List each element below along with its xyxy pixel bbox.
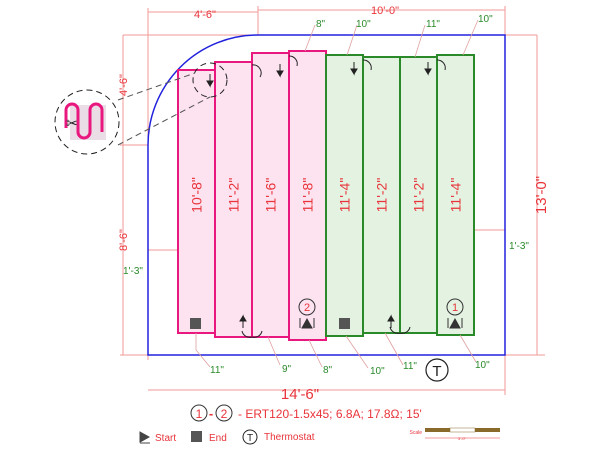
strip-length-label: 11'-8" (300, 178, 316, 213)
strip-length-label: 11'-2" (411, 178, 427, 213)
spacing-label: 9" (282, 364, 292, 375)
mat-strip-green (436, 54, 475, 336)
spacing-label: 8" (323, 365, 333, 376)
legend-end: End (209, 433, 227, 444)
spacing-label: 11" (210, 365, 224, 376)
cut-detail-circle: ✂ (54, 62, 228, 155)
dim-left-bottom: 8'-6" (118, 229, 130, 251)
start-marker-1: 1 (446, 298, 464, 329)
strip-length-label: 11'-4" (448, 178, 464, 213)
dim-top-left: 4'-6" (194, 9, 216, 21)
strip-labels: 10'-8" 11'-2" 11'-6" 11'-8" 11'-4" 11'-2" 11'-… (189, 177, 464, 213)
spacing-label: 11" (426, 19, 440, 30)
strip-length-label: 10'-8" (189, 177, 205, 213)
mat-strip-green (399, 56, 438, 334)
spacing-top: 8" 10" 11" 10" (316, 14, 493, 30)
strip-length-label: 11'-2" (226, 178, 242, 213)
spacing-label: 10" (370, 366, 385, 377)
strip-length-label: 11'-4" (337, 178, 353, 213)
heating-mat-strips (177, 50, 475, 341)
mat-strip-pink (177, 69, 216, 334)
thermostat-symbol: T (425, 358, 449, 382)
dim-right-offset: 1'-3" (509, 241, 529, 252)
spacing-label: 11" (403, 361, 417, 372)
spacing-label: 8" (316, 19, 326, 30)
start-marker-2: 2 (298, 298, 316, 329)
marker-number: 2 (304, 302, 310, 314)
turn-arrows (239, 55, 446, 338)
dim-left-offset: 1'-3" (123, 266, 143, 277)
dim-top-right: 10'-0" (371, 5, 399, 17)
thermostat-letter: T (432, 363, 441, 380)
spacing-label: 10" (478, 14, 493, 25)
strip-length-label: 11'-6" (263, 178, 279, 213)
end-icon (191, 431, 202, 442)
scale-bar: Scale 3'-0" (409, 427, 500, 441)
legend-thermostat: Thermostat (264, 432, 315, 443)
thermostat-icon: T (247, 433, 253, 444)
legend-start: Start (155, 433, 176, 444)
mat-strip-green (325, 54, 364, 337)
spec-to: 2 (221, 407, 228, 421)
scale-label: Scale (409, 430, 422, 436)
spacing-bottom: 11" 9" 8" 10" 11" 10" (210, 360, 490, 377)
spec-text: - ERT120-1.5x45; 6.8A; 17.8Ω; 15' (238, 407, 422, 421)
room-outline (147, 34, 506, 356)
mat-strip-pink (251, 52, 290, 338)
mat-strip-green (362, 56, 401, 334)
strip-length-label: 11'-2" (374, 178, 390, 213)
mat-strip-pink (214, 61, 253, 338)
end-marker-pink (190, 318, 201, 329)
leader-lines (195, 19, 479, 369)
marker-number: 1 (452, 302, 458, 314)
spec-dash: - (209, 406, 213, 421)
legend: Start End T Thermostat (139, 429, 315, 445)
scale-value: 3'-0" (458, 436, 467, 441)
spacing-label: 10" (475, 360, 490, 371)
end-marker-green (339, 318, 350, 329)
dim-bottom: 14'-6" (281, 386, 319, 403)
spec-from: 1 (196, 407, 203, 421)
dim-right: 13'-0" (533, 176, 550, 214)
start-icon (139, 431, 151, 444)
spacing-label: 10" (356, 19, 371, 30)
scissors-icon: ✂ (66, 115, 78, 131)
dim-left-top: 4'-6" (118, 74, 130, 96)
cable-spec: 1 - 2 - ERT120-1.5x45; 6.8A; 17.8Ω; 15' (190, 404, 422, 422)
